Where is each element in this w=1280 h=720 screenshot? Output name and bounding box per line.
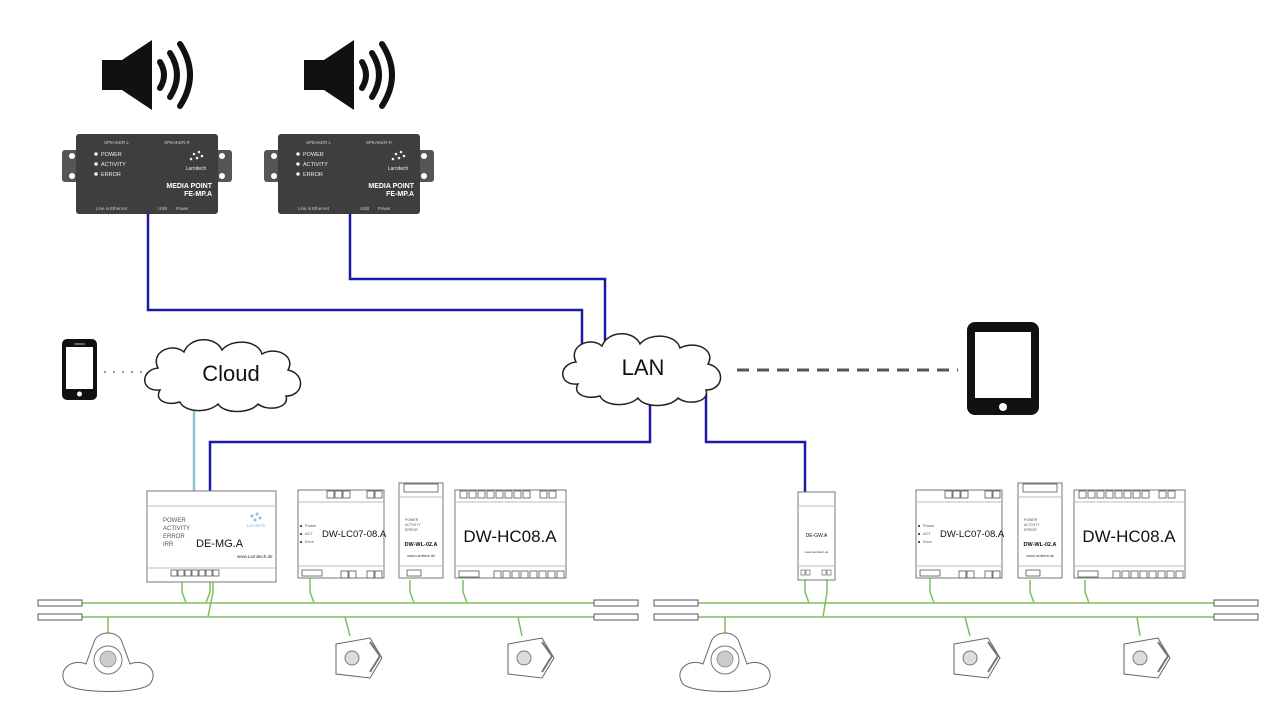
led-label: ACT <box>923 531 932 536</box>
port-label: USB <box>360 206 369 211</box>
room-sensor-icon <box>335 637 383 679</box>
led-label: ERROR <box>405 528 418 532</box>
cloud-icon: Cloud <box>144 339 302 413</box>
brand-label: Larnitech <box>247 523 266 528</box>
gateway2-name: DE-GW.A <box>806 533 828 539</box>
module-name: DW-WL-02.A <box>1024 542 1057 548</box>
motion-sensor-icon <box>679 632 771 692</box>
led-label: POWER <box>101 152 122 158</box>
speaker-icon <box>304 40 395 110</box>
lan-label: LAN <box>622 355 665 380</box>
led-label: ERROR <box>101 172 121 178</box>
top-label: SPEAKER L <box>306 140 332 145</box>
led-label: ACTIVITY <box>101 162 126 168</box>
room-sensor-icon <box>953 637 1001 679</box>
led-label: POWER <box>163 518 186 524</box>
led-label: Error <box>305 539 315 544</box>
lan-cloud-icon: LAN <box>562 333 722 407</box>
port-label: Line in <box>298 206 312 211</box>
top-label: SPEAKER L <box>104 140 130 145</box>
bus-terminator <box>37 599 1259 621</box>
led-label: ACTIVITY <box>405 523 421 527</box>
top-label: SPEAKER R <box>164 140 191 145</box>
room-sensor-icon <box>1123 637 1171 679</box>
led-label: ACTIVITY <box>1024 523 1040 527</box>
wl-module: POWER ACTIVITY ERROR DW-WL-02.A www.Larn… <box>1017 482 1063 579</box>
led-label: Power <box>923 523 935 528</box>
hc-module: DW-HC08.A <box>454 489 567 579</box>
lan-cables <box>146 214 807 492</box>
module-name: DW-HC08.A <box>1082 527 1176 546</box>
media-point-device: SPEAKER L SPEAKER R POWER ACTIVITY ERROR… <box>264 134 434 214</box>
speaker-icon <box>102 40 193 110</box>
lc-module: Power ACT Error DW-LC07-08.A <box>297 489 387 579</box>
led-label: ERROR <box>163 534 185 540</box>
led-label: IRR <box>163 542 174 548</box>
bus-lines <box>82 578 1214 637</box>
gateway-module: DE-GW.A www.Larnitech.de <box>797 491 836 581</box>
led-label: ERROR <box>303 172 323 178</box>
wl-module: POWER ACTIVITY ERROR DW-WL-02.A www.Larn… <box>398 482 444 579</box>
module-url: www.Larnitech.de <box>407 554 435 558</box>
module-name: DW-LC07-08.A <box>940 529 1005 540</box>
brand-label: Larnitech <box>186 166 207 172</box>
led-label: ERROR <box>1024 528 1037 532</box>
module-name: DW-WL-02.A <box>405 542 438 548</box>
module-name: DW-LC07-08.A <box>322 529 387 540</box>
led-label: ACTIVITY <box>303 162 328 168</box>
cloud-label: Cloud <box>202 361 259 386</box>
module-name: DW-HC08.A <box>463 527 557 546</box>
port-label: Line in <box>96 206 110 211</box>
brand-label: Larnitech <box>388 166 409 172</box>
lc-module: Power ACT Error DW-LC07-08.A <box>915 489 1005 579</box>
port-label: Power <box>176 206 189 211</box>
device-model: FE-MP.A <box>386 191 414 198</box>
led-label: POWER <box>303 152 324 158</box>
led-label: POWER <box>1024 518 1038 522</box>
port-label: Power <box>378 206 391 211</box>
led-label: Power <box>305 523 317 528</box>
gateway-module: POWER ACTIVITY ERROR IRR Larnitech DE-MG… <box>146 490 277 583</box>
device-title: MEDIA POINT <box>368 183 414 190</box>
port-label: Ethernet <box>110 206 128 211</box>
led-label: POWER <box>405 518 419 522</box>
led-label: ACTIVITY <box>163 526 190 532</box>
smartphone-icon <box>62 339 97 400</box>
media-point-device: SPEAKER L SPEAKER R POWER ACTIVITY ERROR… <box>62 134 232 214</box>
room-sensor-icon <box>507 637 555 679</box>
hc-module: DW-HC08.A <box>1073 489 1186 579</box>
gateway2-url: www.Larnitech.de <box>805 550 829 554</box>
led-label: ACT <box>305 531 314 536</box>
gateway-name: DE-MG.A <box>196 538 244 550</box>
tablet-icon <box>967 322 1039 415</box>
gateway-url: www.Larnitech.de <box>237 554 273 559</box>
port-label: USB <box>158 206 167 211</box>
device-model: FE-MP.A <box>184 191 212 198</box>
led-label: Error <box>923 539 933 544</box>
device-title: MEDIA POINT <box>166 183 212 190</box>
motion-sensor-icon <box>62 632 154 692</box>
port-label: Ethernet <box>312 206 330 211</box>
module-url: www.Larnitech.de <box>1026 554 1054 558</box>
top-label: SPEAKER R <box>366 140 393 145</box>
